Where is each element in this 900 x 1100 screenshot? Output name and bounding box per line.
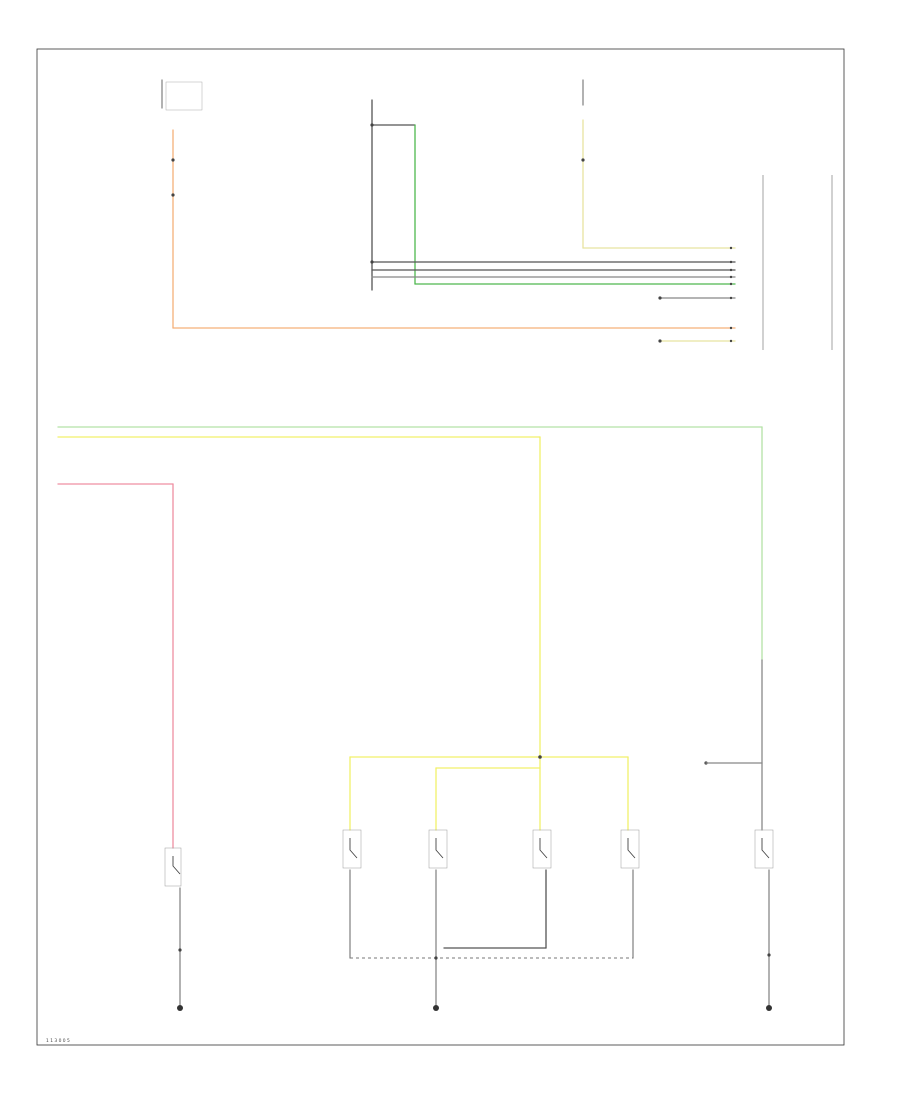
- top-left-circuit: [161, 79, 736, 329]
- diagram-frame: [36, 48, 845, 1046]
- top-middle-circuit: [370, 99, 736, 291]
- footer-code: 1 1 3 0 0 5: [46, 1038, 70, 1044]
- yellow-branch-bus: [349, 755, 629, 831]
- connector-block: [658, 175, 833, 350]
- middle-feeds: [57, 426, 763, 849]
- lower-right-circuit: [704, 659, 774, 1011]
- top-right-circuit: [581, 79, 736, 249]
- switch-group: [342, 829, 640, 1011]
- lower-left-switch: [164, 847, 183, 1011]
